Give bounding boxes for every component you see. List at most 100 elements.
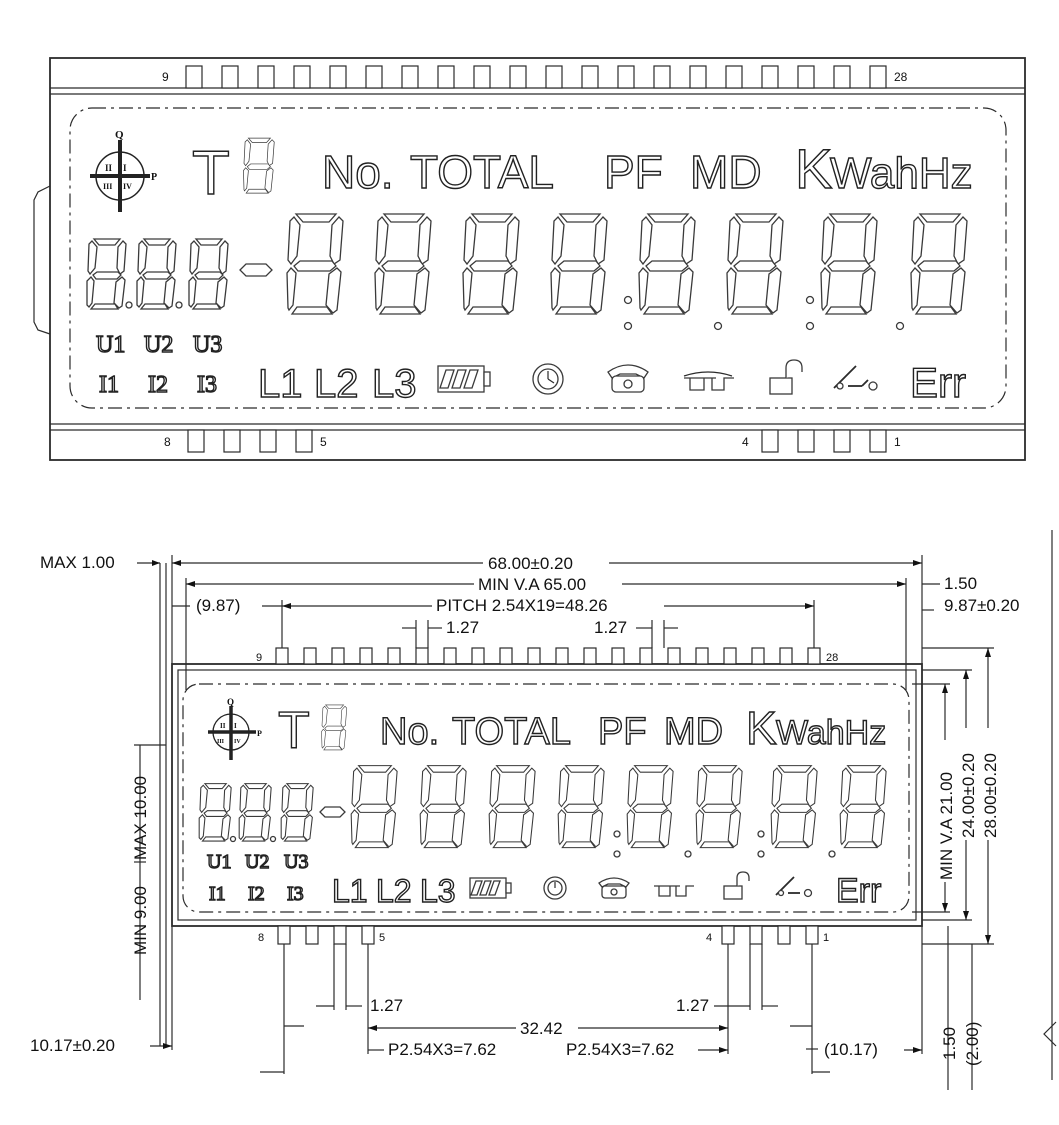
switch-icon	[833, 365, 878, 391]
pin	[185, 65, 203, 89]
pin	[805, 925, 819, 945]
l1-label: L1	[332, 873, 368, 909]
pin	[275, 647, 289, 665]
dim-min-pin-length: MIN 9.00	[131, 886, 150, 955]
quadrant-2-label: II	[220, 722, 226, 730]
pin	[807, 647, 821, 665]
decimal-point	[269, 835, 277, 843]
minus-segment	[319, 806, 346, 818]
l1-label: L1	[258, 362, 303, 406]
switch-icon	[775, 876, 813, 898]
l2-label: L2	[376, 873, 412, 909]
dim-left-pin-offset: (9.87)	[196, 596, 240, 615]
pin	[329, 65, 347, 89]
phase-digit-2	[136, 238, 177, 310]
colon-dot	[757, 850, 765, 858]
dim-bottom-span: 32.42	[520, 1019, 563, 1038]
colon-dot	[613, 830, 621, 838]
wahhz-label: WahHz	[776, 714, 886, 752]
pin	[527, 647, 541, 665]
pin	[581, 65, 599, 89]
pin	[689, 65, 707, 89]
pin	[751, 647, 765, 665]
dim-right-pin-offset: 9.87±0.20	[944, 596, 1020, 615]
pin	[617, 65, 635, 89]
pin	[471, 647, 485, 665]
pin	[761, 65, 779, 89]
pin-label-9: 9	[162, 70, 169, 84]
main-digit-6	[695, 765, 743, 849]
md-label: MD	[690, 146, 762, 198]
phone-icon	[607, 364, 649, 393]
pf-label: PF	[604, 146, 663, 198]
pin	[359, 647, 373, 665]
dim-bottom-thickness: 1.50	[940, 1027, 959, 1060]
dim-bottom-pin-width-left: 1.27	[370, 996, 403, 1015]
dim-bottom-right-offset: (10.17)	[824, 1040, 878, 1059]
pin	[259, 429, 277, 453]
pin	[361, 925, 375, 945]
colon-dot	[623, 295, 633, 305]
pin	[545, 65, 563, 89]
pin	[305, 925, 319, 945]
colon-dot	[613, 850, 621, 858]
pin	[639, 647, 653, 665]
main-digit-7	[770, 765, 818, 849]
pin	[653, 65, 671, 89]
pin	[257, 65, 275, 89]
pin	[303, 647, 317, 665]
pin-label-8: 8	[164, 435, 171, 449]
main-digit-3	[462, 213, 520, 315]
total-label: TOTAL	[452, 711, 571, 753]
dim-max-pin-length: MAX 10.00	[131, 776, 150, 860]
pin	[723, 647, 737, 665]
l3-label: L3	[420, 873, 456, 909]
clock-icon	[532, 363, 564, 395]
main-digit-4	[550, 213, 608, 315]
pin	[749, 925, 763, 945]
pin	[833, 429, 851, 453]
bottom-drawing: 9 28 8 5 4 1 Q P I II III IV	[30, 530, 1057, 1090]
u2-label: U2	[245, 851, 269, 873]
pin-label-28: 28	[894, 70, 908, 84]
k-label: K	[746, 702, 777, 754]
decimal-point	[828, 850, 836, 858]
pin	[415, 647, 429, 665]
pin	[721, 925, 735, 945]
pin	[277, 925, 291, 945]
view-area	[69, 107, 1007, 409]
colon-dot	[623, 321, 633, 331]
pin	[443, 647, 457, 665]
pin	[725, 65, 743, 89]
view-area	[182, 683, 910, 913]
md-label: MD	[664, 711, 723, 753]
dim-bottom-left-offset: 10.17±0.20	[30, 1036, 115, 1055]
pin	[797, 429, 815, 453]
bottom-pin-row-right	[761, 429, 887, 453]
main-digit-3	[488, 765, 536, 849]
i1-label: I1	[209, 883, 226, 905]
pin	[499, 647, 513, 665]
pin	[387, 647, 401, 665]
decimal-point	[175, 301, 183, 309]
pin-label-1: 1	[823, 932, 829, 944]
pin	[221, 65, 239, 89]
pin	[401, 65, 419, 89]
i3-label: I3	[287, 883, 304, 905]
pulse-icon	[654, 885, 694, 897]
pin-label-4: 4	[706, 932, 712, 944]
dim-bottom-thickness-alt: (2.00)	[963, 1022, 982, 1066]
decimal-point	[895, 321, 905, 331]
pin	[761, 429, 779, 453]
quadrant-p-label: P	[151, 172, 157, 183]
dim-pitch: PITCH 2.54X19=48.26	[436, 596, 608, 615]
dim-right-offset: 1.50	[944, 574, 977, 593]
pin	[695, 647, 709, 665]
outer-frame	[49, 57, 1026, 461]
pin-label-8: 8	[258, 932, 264, 944]
pin	[833, 65, 851, 89]
pin-label-4: 4	[742, 435, 749, 449]
quadrant-3-label: III	[103, 182, 112, 191]
phase-digit-1	[198, 783, 232, 842]
